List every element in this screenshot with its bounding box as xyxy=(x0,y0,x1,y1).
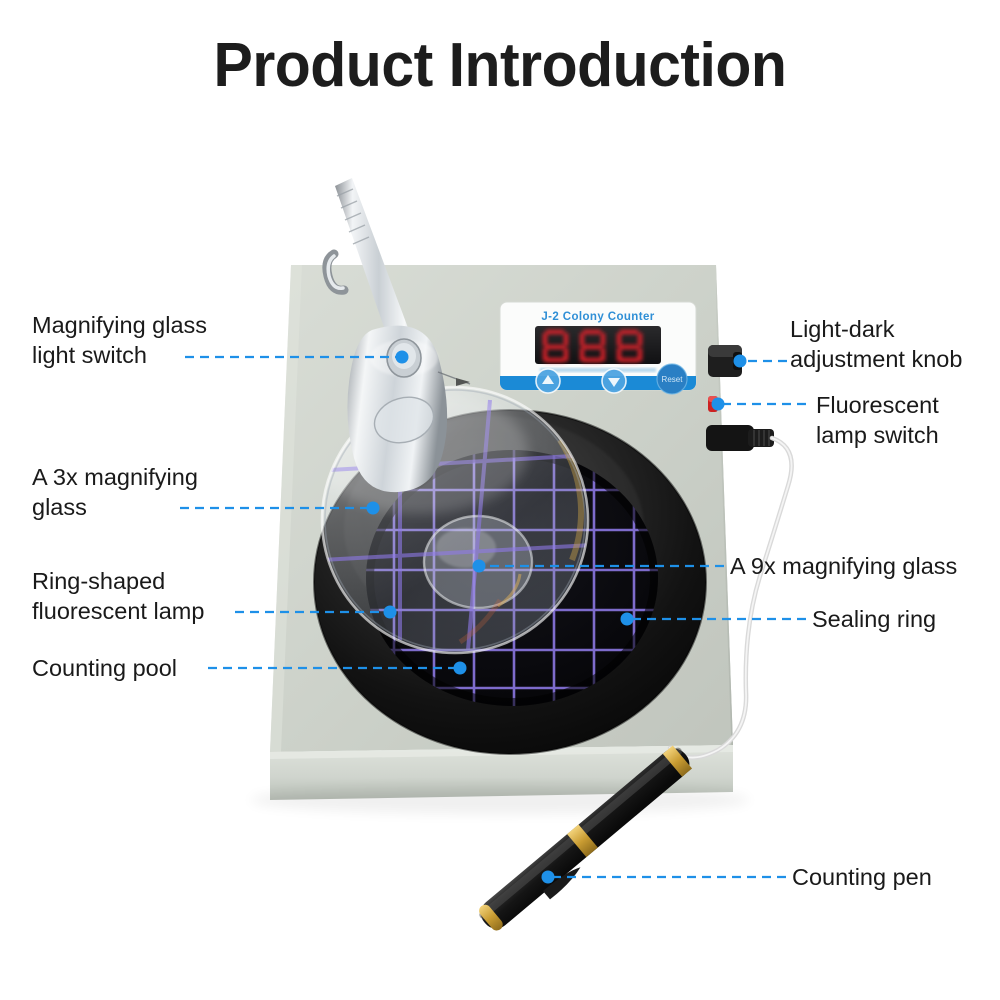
down-arrow-icon xyxy=(608,378,620,387)
callout-counting-pen: Counting pen xyxy=(792,864,932,890)
fluorescent-lamp-switch[interactable] xyxy=(708,396,718,412)
reset-button-label: Reset xyxy=(662,375,684,384)
counting-pen xyxy=(479,745,693,931)
page-title: Product Introduction xyxy=(213,31,787,100)
magnifier-handle xyxy=(347,325,471,493)
callout-fluorescent-lamp-switch: Fluorescent lamp switch xyxy=(816,392,939,448)
up-arrow-icon xyxy=(542,375,554,384)
led-display xyxy=(535,326,661,364)
callout-ring-shaped-fluorescent-lamp: Ring-shaped fluorescent lamp xyxy=(32,568,205,624)
panel-brand-label: J-2 Colony Counter xyxy=(541,311,654,323)
light-dark-adjustment-knob[interactable] xyxy=(708,345,742,377)
decrement-button[interactable] xyxy=(601,368,627,394)
control-panel: J-2 Colony Counter xyxy=(499,301,697,395)
callout-magnifying-glass-light-switch: Magnifying glass light switch xyxy=(32,312,208,368)
callout-a-3x-magnifying-glass: A 3x magnifying glass xyxy=(32,464,198,520)
increment-button[interactable] xyxy=(535,368,561,394)
pen-jack-connector xyxy=(706,425,774,451)
callout-a-9x-magnifying-glass: A 9x magnifying glass xyxy=(730,553,958,579)
callout-sealing-ring: Sealing ring xyxy=(812,606,937,632)
callout-counting-pool: Counting pool xyxy=(32,655,178,681)
magnifying-glass-light-switch[interactable] xyxy=(386,338,422,378)
reset-button[interactable]: Reset xyxy=(656,363,688,395)
pen-cable xyxy=(667,435,794,760)
callout-light-dark-adjustment-knob: Light-dark adjustment knob xyxy=(790,316,963,372)
